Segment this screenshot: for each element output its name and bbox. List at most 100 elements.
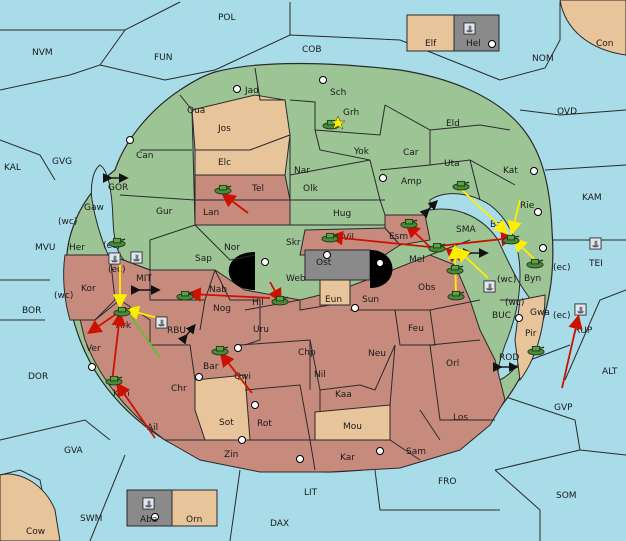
region-orn[interactable] [171, 489, 218, 527]
label-qua: Qua [187, 106, 205, 116]
label-ail: Ail [147, 423, 158, 433]
label-los: Los [453, 413, 468, 423]
label-gur: Gur [156, 207, 173, 217]
fleet-aba[interactable] [142, 497, 155, 510]
label-hug: Hug [333, 209, 351, 219]
label-rod: ROD [499, 353, 519, 363]
label-jad: Jad [244, 86, 259, 96]
label-tel: Tel [251, 184, 264, 194]
label-sap: Sap [195, 254, 212, 264]
label-rot: Rot [257, 419, 272, 429]
label-wc-west: (wc) [58, 217, 77, 227]
label-mvu: MVU [35, 243, 56, 253]
label-elc: Elc [218, 158, 231, 168]
label-buc: BUC [492, 311, 511, 321]
label-olk: Olk [303, 184, 319, 194]
label-nog: Nog [213, 304, 231, 314]
label-gvp: GVP [554, 403, 573, 413]
fleet-wc-byn[interactable] [483, 280, 496, 293]
label-fun: FUN [154, 53, 173, 63]
label-web: Web [286, 274, 306, 284]
move-orders [87, 192, 583, 439]
label-ver: Ver [86, 344, 101, 354]
label-eld: Eld [446, 119, 460, 129]
label-ost: Ost [316, 258, 332, 268]
fleet-hel[interactable] [463, 22, 476, 35]
region-tel[interactable] [194, 174, 291, 201]
label-alt: ALT [602, 367, 618, 377]
label-hil: Hil [252, 298, 264, 308]
label-tei: TEI [588, 259, 603, 269]
label-cob: COB [302, 45, 322, 55]
label-bor: BOR [22, 306, 41, 316]
label-pir: Pir [525, 329, 537, 339]
label-mou: Mou [343, 422, 362, 432]
label-fro: FRO [438, 477, 457, 487]
fleet-rbu[interactable] [155, 316, 168, 329]
label-dax: DAX [270, 519, 289, 529]
label-kam: KAM [582, 193, 602, 203]
label-gaw: Gaw [84, 203, 104, 213]
region-kor[interactable] [63, 254, 116, 321]
green-orders [129, 314, 161, 359]
label-ec-kor: (ec) [108, 265, 126, 275]
label-gvg: GVG [52, 157, 72, 167]
label-car: Car [403, 148, 419, 158]
region-ost[interactable] [304, 249, 371, 281]
label-gva: GVA [64, 446, 84, 456]
label-wc-east: (wc) [497, 275, 516, 285]
label-nab: Nab [209, 285, 227, 295]
label-amp: Amp [401, 177, 422, 187]
region-elf[interactable] [406, 14, 455, 52]
label-som: SOM [556, 491, 577, 501]
label-pol: POL [218, 13, 236, 23]
label-nom: NOM [532, 54, 554, 64]
label-yok: Yok [353, 147, 370, 157]
map-labels: POL NVM FUN COB NOM Con Elf Hel OVD KAL … [4, 13, 618, 537]
label-uru: Uru [253, 325, 269, 335]
label-orn: Orn [186, 515, 202, 525]
label-skr: Skr [286, 238, 301, 248]
label-neu: Neu [368, 349, 386, 359]
fleet-mit[interactable] [130, 251, 143, 264]
label-ec-gwa: (ec) [553, 311, 571, 321]
label-rie: Rie [520, 201, 535, 211]
strait-markers [103, 173, 519, 372]
label-gor: GOR [108, 183, 128, 193]
label-can: Can [136, 151, 154, 161]
fortress-west [228, 252, 255, 290]
label-kat: Kat [503, 166, 518, 176]
label-rup: RUP [574, 326, 593, 336]
label-ec-east: (ec) [553, 263, 571, 273]
region-cow[interactable] [0, 473, 61, 541]
label-chr: Chr [171, 384, 187, 394]
label-hel: Hel [466, 39, 481, 49]
label-eun: Eun [325, 295, 342, 305]
fortress-east [370, 250, 393, 288]
label-ovd: OVD [557, 107, 577, 117]
region-sot[interactable] [194, 374, 251, 441]
label-rbu: RBU [167, 326, 186, 336]
label-grh: Grh [343, 108, 359, 118]
label-nor: Nor [224, 243, 240, 253]
region-elc[interactable] [194, 134, 291, 176]
label-kaa: Kaa [335, 390, 352, 400]
label-esm: Esm [389, 232, 408, 242]
label-feu: Feu [408, 324, 424, 334]
label-uta: Uta [444, 159, 460, 169]
label-chp: Chp [298, 348, 316, 358]
label-sam: Sam [406, 447, 426, 457]
label-qwi: Qwi [234, 372, 251, 382]
label-sma: SMA [456, 225, 476, 235]
fleet-rup[interactable] [574, 303, 587, 316]
label-obs: Obs [418, 283, 436, 293]
label-sun: Sun [362, 295, 379, 305]
label-dor: DOR [28, 372, 48, 382]
fleet-kor[interactable] [108, 252, 121, 265]
label-swm: SWM [80, 514, 102, 524]
province-lines [94, 67, 520, 471]
fleet-tei[interactable] [589, 237, 602, 250]
label-orl: Orl [446, 359, 459, 369]
